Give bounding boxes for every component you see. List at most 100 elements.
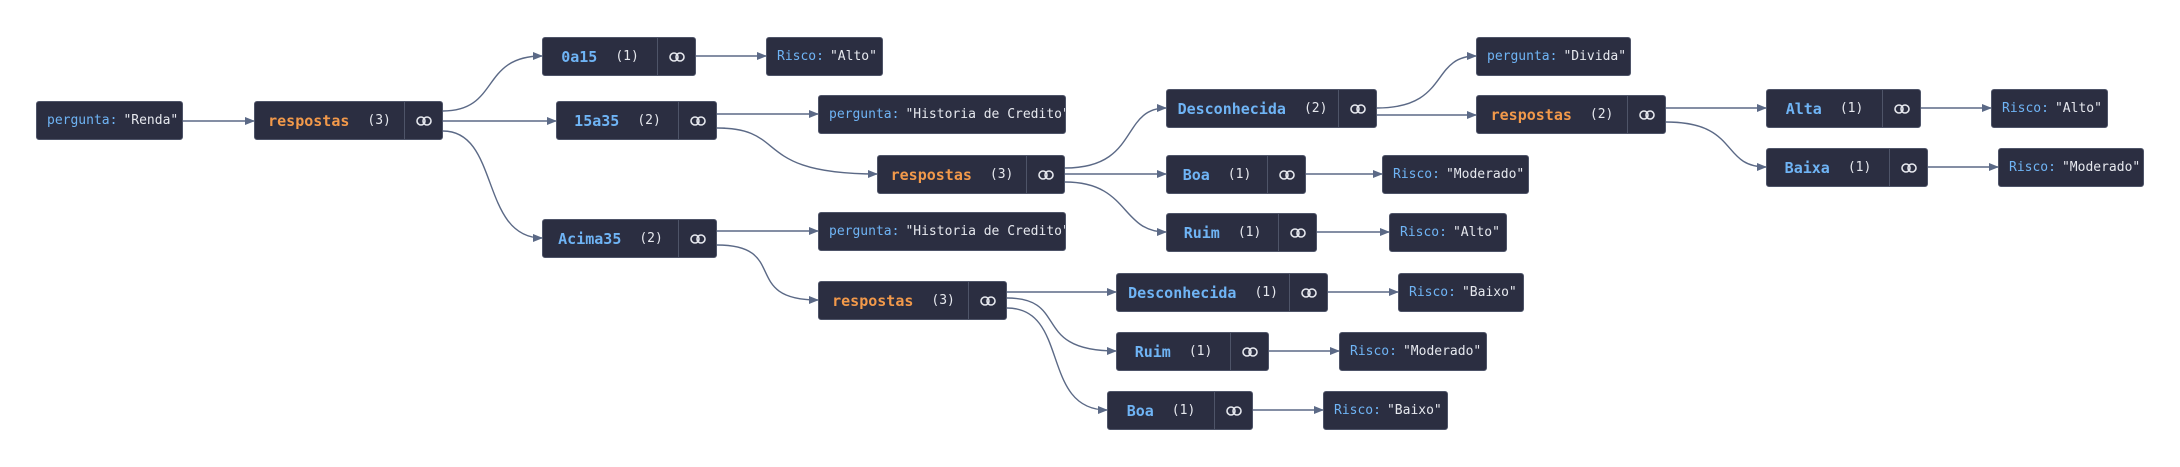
node-key: Risco: — [2009, 160, 2056, 175]
node-value: "Moderado" — [1445, 167, 1525, 182]
link-icon[interactable] — [1278, 214, 1316, 251]
node-risco-alta[interactable]: Risco: "Alto" — [1991, 89, 2108, 128]
node-value: "Divida" — [1563, 49, 1627, 64]
node-label: 15a35 — [574, 111, 620, 130]
node-15a35[interactable]: 15a35 (2) — [556, 101, 717, 140]
node-0a15[interactable]: 0a15(1) — [542, 37, 696, 76]
node-value: "Historia de Credito" — [905, 107, 1066, 122]
edge — [1665, 121, 1767, 171]
node-risco-baixa[interactable]: Risco: "Moderado" — [1998, 148, 2144, 187]
node-label: Alta — [1785, 99, 1822, 118]
link-icon[interactable] — [1289, 274, 1327, 311]
node-label: Desconhecida — [1177, 99, 1286, 118]
node-key: Risco: — [1334, 403, 1381, 418]
link-icon[interactable] — [404, 102, 442, 139]
node-respostas-acima35[interactable]: respostas (3) — [818, 281, 1007, 320]
node-count: (3) — [989, 167, 1014, 182]
node-ruim-acima35[interactable]: Ruim (1) — [1116, 332, 1269, 371]
node-label: respostas — [1490, 105, 1572, 124]
node-label: Baixa — [1784, 158, 1830, 177]
node-alta[interactable]: Alta (1) — [1766, 89, 1921, 128]
node-key: Risco: — [777, 49, 824, 64]
node-key: Risco: — [1350, 344, 1397, 359]
node-count: (3) — [931, 293, 955, 308]
link-icon[interactable] — [678, 220, 716, 257]
link-icon[interactable] — [1230, 333, 1268, 370]
link-icon[interactable] — [657, 38, 695, 75]
link-icon[interactable] — [1267, 156, 1305, 193]
node-count: (1) — [1171, 403, 1196, 418]
edge — [1376, 52, 1477, 109]
node-label: Ruim — [1183, 223, 1220, 242]
node-acima35[interactable]: Acima35 (2) — [542, 219, 717, 258]
node-label: Ruim — [1134, 342, 1171, 361]
node-risco-ruim[interactable]: Risco: "Alto" — [1389, 213, 1507, 252]
node-value: "Alto" — [1452, 225, 1500, 240]
node-label: respostas — [268, 111, 350, 130]
node-boa[interactable]: Boa (1) — [1166, 155, 1306, 194]
link-icon[interactable] — [1026, 156, 1064, 193]
link-icon[interactable] — [678, 102, 716, 139]
node-ruim[interactable]: Ruim (1) — [1166, 213, 1317, 252]
node-baixa[interactable]: Baixa (1) — [1766, 148, 1928, 187]
node-pergunta-divida[interactable]: pergunta: "Divida" — [1476, 37, 1631, 76]
edge — [716, 127, 878, 178]
node-risco-ruim-acima35[interactable]: Risco: "Moderado" — [1339, 332, 1487, 371]
node-respostas-divida[interactable]: respostas (2) — [1476, 95, 1666, 134]
node-value: "Alto" — [829, 49, 877, 64]
node-count: (1) — [1188, 344, 1213, 359]
node-desconhecida[interactable]: Desconhecida (2) — [1166, 89, 1377, 128]
edge — [1006, 307, 1108, 414]
node-key: pergunta: — [829, 224, 900, 239]
node-risco-desconhecida-acima35[interactable]: Risco: "Baixo" — [1398, 273, 1524, 312]
node-risco-boa-acima35[interactable]: Risco: "Baixo" — [1323, 391, 1448, 430]
link-icon[interactable] — [1214, 392, 1252, 429]
node-root[interactable]: pergunta: "Renda" — [36, 101, 183, 140]
node-value: "Moderado" — [1402, 344, 1482, 359]
node-key: Risco: — [1393, 167, 1440, 182]
node-count: (1) — [1227, 167, 1252, 182]
node-label: respostas — [890, 165, 972, 184]
node-key: Risco: — [2002, 101, 2049, 116]
link-icon[interactable] — [1889, 149, 1927, 186]
node-pergunta-acima35[interactable]: pergunta: "Historia de Credito" — [818, 212, 1066, 251]
node-label: Acima35 — [558, 229, 622, 248]
node-count: (1) — [1237, 225, 1262, 240]
edge — [1064, 181, 1167, 236]
node-count: (2) — [637, 113, 661, 128]
node-label: Boa — [1126, 401, 1154, 420]
node-label: Boa — [1182, 165, 1210, 184]
node-label: respostas — [832, 291, 914, 310]
edge — [1006, 297, 1117, 355]
node-count: (1) — [1839, 101, 1864, 116]
node-value: "Baixo" — [1461, 285, 1517, 300]
node-count: (1) — [1254, 285, 1278, 300]
node-key: Risco: — [1409, 285, 1456, 300]
node-value: "Historia de Credito" — [905, 224, 1066, 239]
link-icon[interactable] — [1627, 96, 1665, 133]
node-count: (2) — [639, 231, 663, 246]
node-count: (1) — [1847, 160, 1872, 175]
node-key: pergunta: — [1487, 49, 1558, 64]
node-count: (2) — [1589, 107, 1614, 122]
node-value: "Moderado" — [2061, 160, 2141, 175]
edge — [1064, 104, 1167, 169]
node-value: "Renda" — [123, 113, 179, 128]
node-label: Desconhecida — [1128, 283, 1237, 302]
node-desconhecida-acima35[interactable]: Desconhecida (1) — [1116, 273, 1328, 312]
link-icon[interactable] — [968, 282, 1006, 319]
link-icon[interactable] — [1338, 90, 1376, 127]
node-value: "Baixo" — [1386, 403, 1442, 418]
edge — [716, 244, 819, 304]
node-key: pergunta: — [829, 107, 900, 122]
node-respostas-15a35[interactable]: respostas (3) — [877, 155, 1065, 194]
node-count: (2) — [1303, 101, 1328, 116]
node-risco-boa[interactable]: Risco: "Moderado" — [1382, 155, 1529, 194]
node-pergunta-15a35[interactable]: pergunta: "Historia de Credito" — [818, 95, 1066, 134]
node-boa-acima35[interactable]: Boa (1) — [1107, 391, 1253, 430]
node-risco-0a15[interactable]: Risco: "Alto" — [766, 37, 883, 76]
link-icon[interactable] — [1882, 90, 1920, 127]
node-respostas[interactable]: respostas(3) — [254, 101, 443, 140]
node-key: Risco: — [1400, 225, 1447, 240]
